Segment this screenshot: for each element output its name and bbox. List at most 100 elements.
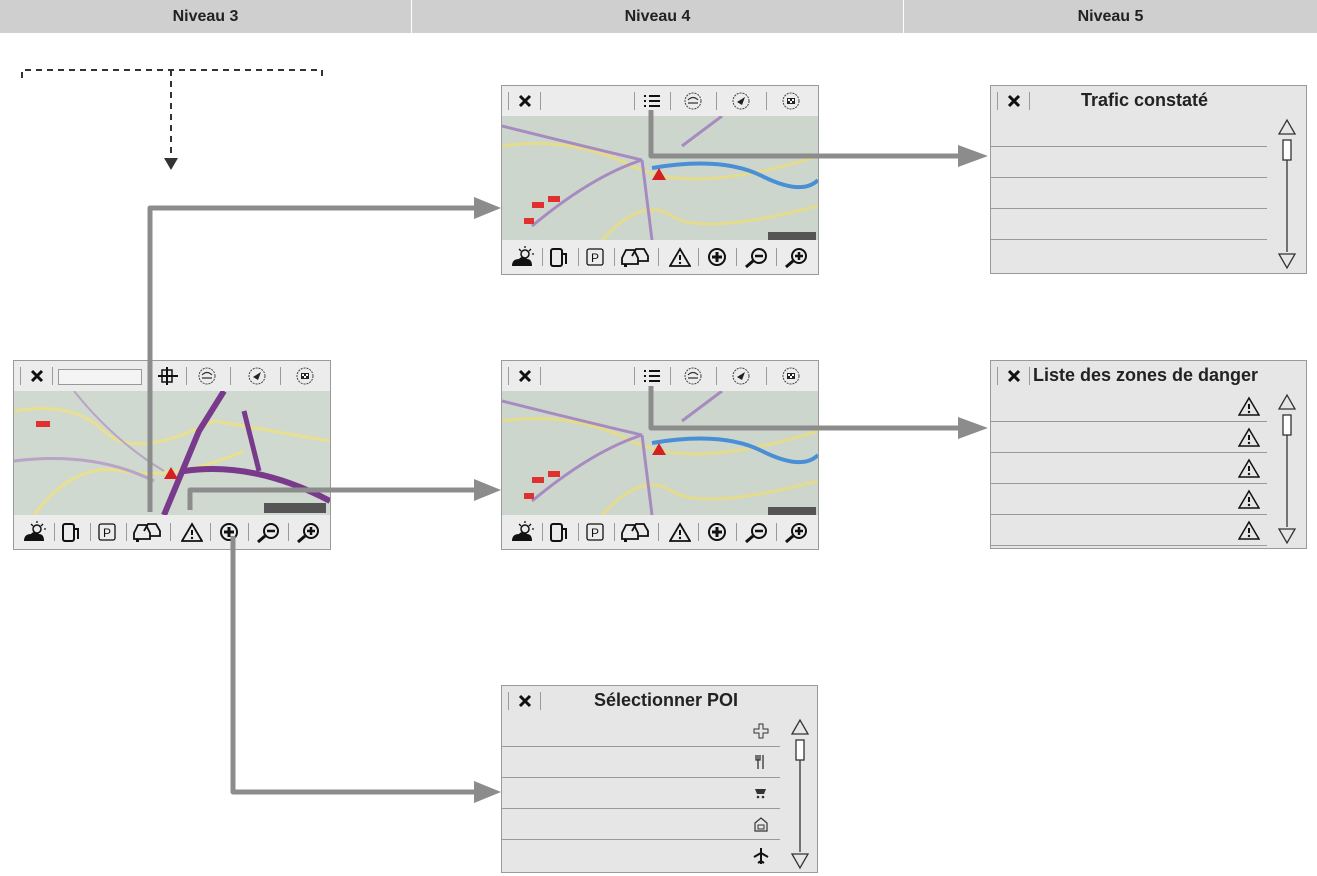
close-icon[interactable] [1003,365,1025,387]
compass-icon[interactable] [726,90,756,112]
svg-text:P: P [591,526,599,540]
fuel-icon[interactable] [58,519,84,545]
zoom-in-icon[interactable] [294,519,324,545]
scroll-thumb [1282,139,1292,161]
danger-zones-panel: Liste des zones de danger [990,360,1307,549]
finish-flag-icon[interactable] [290,365,320,387]
level4-top-bar [502,361,818,391]
danger-zone-icon[interactable] [666,244,694,270]
panel-header: Liste des zones de danger [991,361,1306,391]
svg-text:P: P [591,251,599,265]
level4-bottom-bar: P [502,515,818,549]
danger-zone-icon[interactable] [178,519,206,545]
scroll-up-icon [1277,118,1297,135]
cross-icon [750,721,772,741]
list-item[interactable] [991,391,1267,422]
list-item[interactable] [502,716,780,747]
list-item[interactable] [991,515,1267,546]
route-icon[interactable] [192,365,222,387]
close-icon[interactable] [514,90,536,112]
arrowhead [474,479,501,501]
compass-icon[interactable] [242,365,272,387]
panel-header: Trafic constaté [991,86,1306,116]
scrollbar[interactable] [1275,116,1299,272]
map-view[interactable] [502,391,818,515]
cutlery-icon [750,752,772,772]
header-niveau-4: Niveau 4 [412,0,904,33]
plus-icon[interactable] [704,519,730,545]
close-icon[interactable] [514,365,536,387]
fuel-icon[interactable] [546,244,572,270]
finish-flag-icon[interactable] [776,90,806,112]
level4-map-screen-danger: P [501,360,819,550]
level3-bottom-bar: P [14,515,330,549]
map-view[interactable] [14,391,330,515]
close-icon[interactable] [26,365,48,387]
arrowhead [958,145,988,167]
parking-icon[interactable]: P [582,244,608,270]
list-item[interactable] [991,422,1267,453]
parking-icon[interactable]: P [582,519,608,545]
panel-header: Sélectionner POI [502,686,817,716]
close-icon[interactable] [1003,90,1025,112]
list-icon[interactable] [640,90,664,112]
zoom-in-icon[interactable] [782,519,812,545]
route-icon[interactable] [678,365,708,387]
poi-icon[interactable] [618,519,652,545]
level4-bottom-bar: P [502,240,818,274]
zoom-out-icon[interactable] [742,244,772,270]
text-field[interactable] [58,369,142,385]
finish-flag-icon[interactable] [776,365,806,387]
map-view[interactable] [502,116,818,240]
parking-icon[interactable]: P [94,519,120,545]
dashed-entry-bracket [21,69,323,170]
level4-map-screen-traffic: P [501,85,819,275]
scroll-up-icon [790,718,810,735]
compass-icon[interactable] [726,365,756,387]
plus-icon[interactable] [704,244,730,270]
panel-title: Liste des zones de danger [1033,365,1259,385]
danger-zone-icon [1237,488,1261,510]
scroll-down-icon [1277,528,1297,545]
danger-zone-icon[interactable] [666,519,694,545]
fuel-icon[interactable] [546,519,572,545]
list-item[interactable] [502,747,780,778]
danger-zone-icon [1237,457,1261,479]
close-icon[interactable] [514,690,536,712]
scrollbar[interactable] [788,716,812,872]
weather-icon[interactable] [508,519,538,545]
list-item[interactable] [991,453,1267,484]
connector-plus-to-poi-list [230,536,476,795]
scroll-thumb [795,739,805,761]
trafic-constate-panel: Trafic constaté [990,85,1307,274]
list-item[interactable] [502,809,780,840]
danger-zone-icon [1237,519,1261,541]
select-poi-panel: Sélectionner POI [501,685,818,873]
weather-icon[interactable] [508,244,538,270]
airplane-icon [750,845,772,867]
scroll-up-icon [1277,393,1297,410]
list-item[interactable] [991,209,1267,240]
list-item[interactable] [502,840,780,871]
crosshair-icon[interactable] [155,365,181,387]
list-item[interactable] [991,178,1267,209]
poi-icon[interactable] [618,244,652,270]
list-icon[interactable] [640,365,664,387]
list-item[interactable] [991,240,1267,271]
scroll-thumb [1282,414,1292,436]
danger-zone-icon [1237,395,1261,417]
list-item[interactable] [502,778,780,809]
danger-zone-icon [1237,426,1261,448]
zoom-in-icon[interactable] [782,244,812,270]
zoom-out-icon[interactable] [742,519,772,545]
plus-icon[interactable] [216,519,242,545]
list-item[interactable] [991,147,1267,178]
weather-icon[interactable] [20,519,50,545]
list-item[interactable] [991,484,1267,515]
list-item[interactable] [991,116,1267,147]
route-icon[interactable] [678,90,708,112]
header-niveau-3: Niveau 3 [0,0,412,33]
scrollbar[interactable] [1275,391,1299,547]
zoom-out-icon[interactable] [254,519,284,545]
poi-icon[interactable] [130,519,164,545]
